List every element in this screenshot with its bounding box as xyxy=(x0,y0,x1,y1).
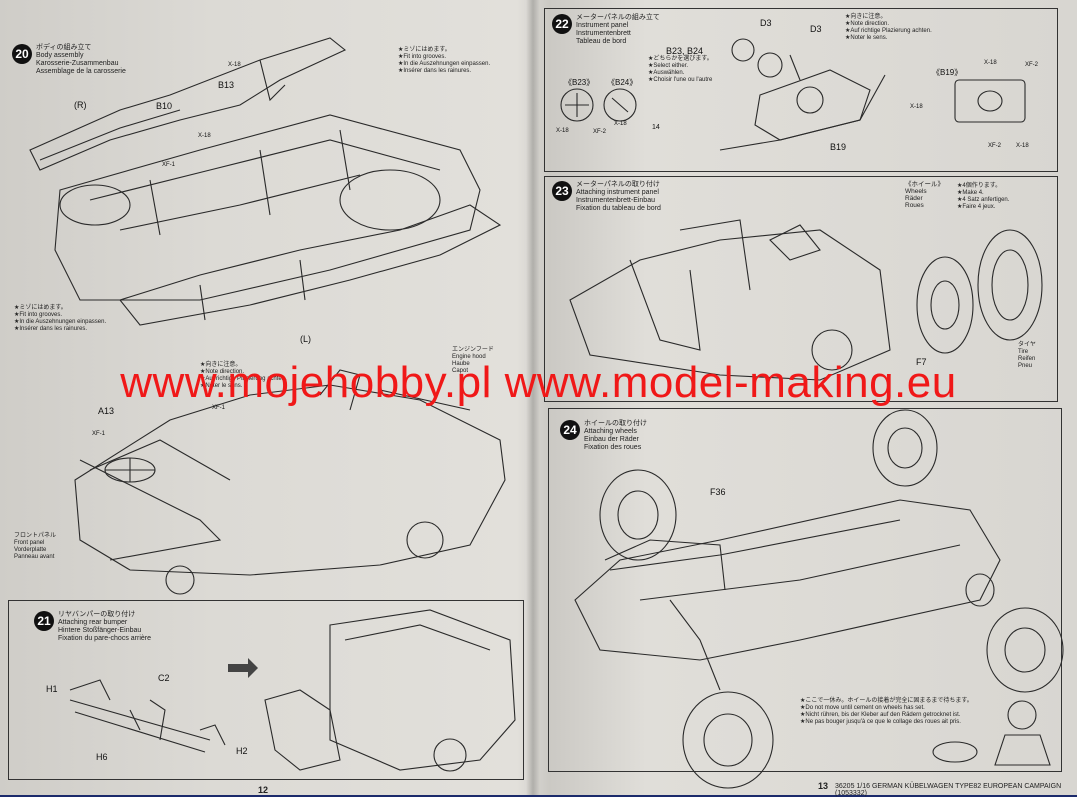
part-label: 《B24》 xyxy=(607,78,638,87)
part-label: C2 xyxy=(158,673,170,683)
part-label: B10 xyxy=(156,101,173,111)
panel-step-24 xyxy=(548,408,1062,772)
step-title-jp: リヤバンパーの取り付け xyxy=(58,611,136,618)
step-title-en: Attaching wheels xyxy=(584,428,637,435)
part-label: B13 xyxy=(218,80,235,90)
step-title-en: Instrument panel xyxy=(576,22,629,29)
paint-label: X-18 xyxy=(228,62,241,68)
paint-label: X-18 xyxy=(1016,143,1029,149)
chassis-24 xyxy=(574,409,1064,789)
step-24-header: 24 ホイールの取り付け Attaching wheels Einbau der… xyxy=(560,420,647,452)
part-label: B19 xyxy=(830,142,847,152)
panel-step-21 xyxy=(8,600,524,780)
watermark-text: www.mojehobby.pl www.model-making.eu xyxy=(120,358,957,407)
step-title-fr: Fixation du tableau de bord xyxy=(576,205,661,212)
paint-label: XF-1 xyxy=(212,405,226,411)
paint-label: XF-2 xyxy=(593,129,607,135)
note-fit-grooves: ★ミゾにはめます。★Fit into grooves. ★In die Ausz… xyxy=(398,47,491,74)
step-23-header: 23 メーターパネルの取り付け Attaching instrument pan… xyxy=(552,181,661,213)
note-make-4: ★4個作ります。★Make 4. ★4 Satz anfertigen.★Fai… xyxy=(957,183,1010,210)
panel-step-23 xyxy=(544,176,1058,402)
step-title-fr: Fixation du pare-chocs arrière xyxy=(58,635,151,642)
step-title-fr: Assemblage de la carosserie xyxy=(36,68,126,75)
step-title-de: Karosserie-Zusammenbau xyxy=(36,60,119,67)
paint-label: X-18 xyxy=(198,133,211,139)
step-22-header: 22 メーターパネルの組み立て Instrument panel Instrum… xyxy=(552,14,660,46)
step-number: 20 xyxy=(12,44,32,64)
step-title-en: Body assembly xyxy=(36,52,84,59)
step-21-header: 21 リヤバンパーの取り付け Attaching rear bumper Hin… xyxy=(34,611,151,643)
paint-label: 14 xyxy=(652,124,660,131)
part-label: F7 xyxy=(916,357,927,367)
step-title-jp: メーターパネルの取り付け xyxy=(576,181,660,188)
note-direction: ★向きに注意。★Note direction. ★Auf richtige Pl… xyxy=(200,362,287,389)
part-label: 《B19》 xyxy=(932,68,963,77)
label-left: (L) xyxy=(300,334,311,344)
paint-label: XF-2 xyxy=(1025,62,1039,68)
body-lower xyxy=(74,369,506,595)
paint-label: X-18 xyxy=(984,60,997,66)
part-label: B23, B24 xyxy=(666,46,704,56)
step-title-jp: ホイールの取り付け xyxy=(584,420,647,427)
paint-label: X-18 xyxy=(614,121,627,127)
page-number-left: 12 xyxy=(258,785,269,795)
step-title-jp: メーターパネルの組み立て xyxy=(576,14,660,21)
step-number: 23 xyxy=(552,181,572,201)
paint-label: X-18 xyxy=(910,104,923,110)
part-label: 《B23》 xyxy=(564,78,595,87)
body-side-panel-l xyxy=(119,204,502,326)
mascot-illustration xyxy=(932,700,1051,766)
paint-label: X-18 xyxy=(556,128,569,134)
step-title-de: Instrumentenbrett-Einbau xyxy=(576,197,655,204)
step-20-header: 20 ボディの組み立て Body assembly Karosserie-Zus… xyxy=(12,44,126,76)
step-number: 22 xyxy=(552,14,572,34)
body-side-panel-r xyxy=(29,37,347,171)
part-label: A13 xyxy=(98,406,115,416)
step-number: 21 xyxy=(34,611,54,631)
paint-label: XF-2 xyxy=(988,143,1002,149)
step-title-en: Attaching instrument panel xyxy=(576,189,659,196)
note-wait-cement: ★ここで一休み。ホイールの接着が完全に固まるまで待ちます。★Do not mov… xyxy=(800,698,973,725)
step-title-de: Hintere Stoßfänger-Einbau xyxy=(58,627,142,634)
step-title-fr: Tableau de bord xyxy=(576,38,627,45)
step-title-fr: Fixation des roues xyxy=(584,444,642,451)
page-fold xyxy=(526,0,540,795)
part-label: F36 xyxy=(710,487,726,497)
note-fit-grooves: ★ミゾにはめます。★Fit into grooves. ★In die Ausz… xyxy=(14,305,107,332)
instrument-panel-22 xyxy=(560,38,1026,151)
paint-label: XF-1 xyxy=(92,431,106,437)
part-label: H6 xyxy=(96,752,108,762)
arrow-icon xyxy=(228,658,258,678)
note-direction: ★向きに注意。★Note direction. ★Auf richtige Pl… xyxy=(845,14,932,41)
step-title-en: Attaching rear bumper xyxy=(58,619,128,626)
page-number-right: 13 xyxy=(818,781,829,791)
step-number: 24 xyxy=(560,420,580,440)
step-title-de: Instrumentenbrett xyxy=(576,30,631,37)
part-label: D3 xyxy=(810,24,822,34)
part-label: H1 xyxy=(46,684,58,694)
paint-label: XF-1 xyxy=(162,162,176,168)
part-label: H2 xyxy=(236,746,248,756)
note-select-either: ★どちらかを選びます。★Select either. ★Auswählen.★C… xyxy=(648,56,713,83)
step-title-de: Einbau der Räder xyxy=(584,436,639,443)
step-title-jp: ボディの組み立て xyxy=(36,44,92,51)
panel-step-22 xyxy=(544,8,1058,172)
instrument-panel-23 xyxy=(569,219,1043,381)
footer-product-line: 36205 1/16 GERMAN KÜBELWAGEN TYPE82 EURO… xyxy=(835,783,1062,797)
part-label: D3 xyxy=(760,18,772,28)
body-tub-upper xyxy=(54,114,481,301)
label-right: (R) xyxy=(74,100,87,110)
rear-bumper-parts xyxy=(69,609,516,772)
